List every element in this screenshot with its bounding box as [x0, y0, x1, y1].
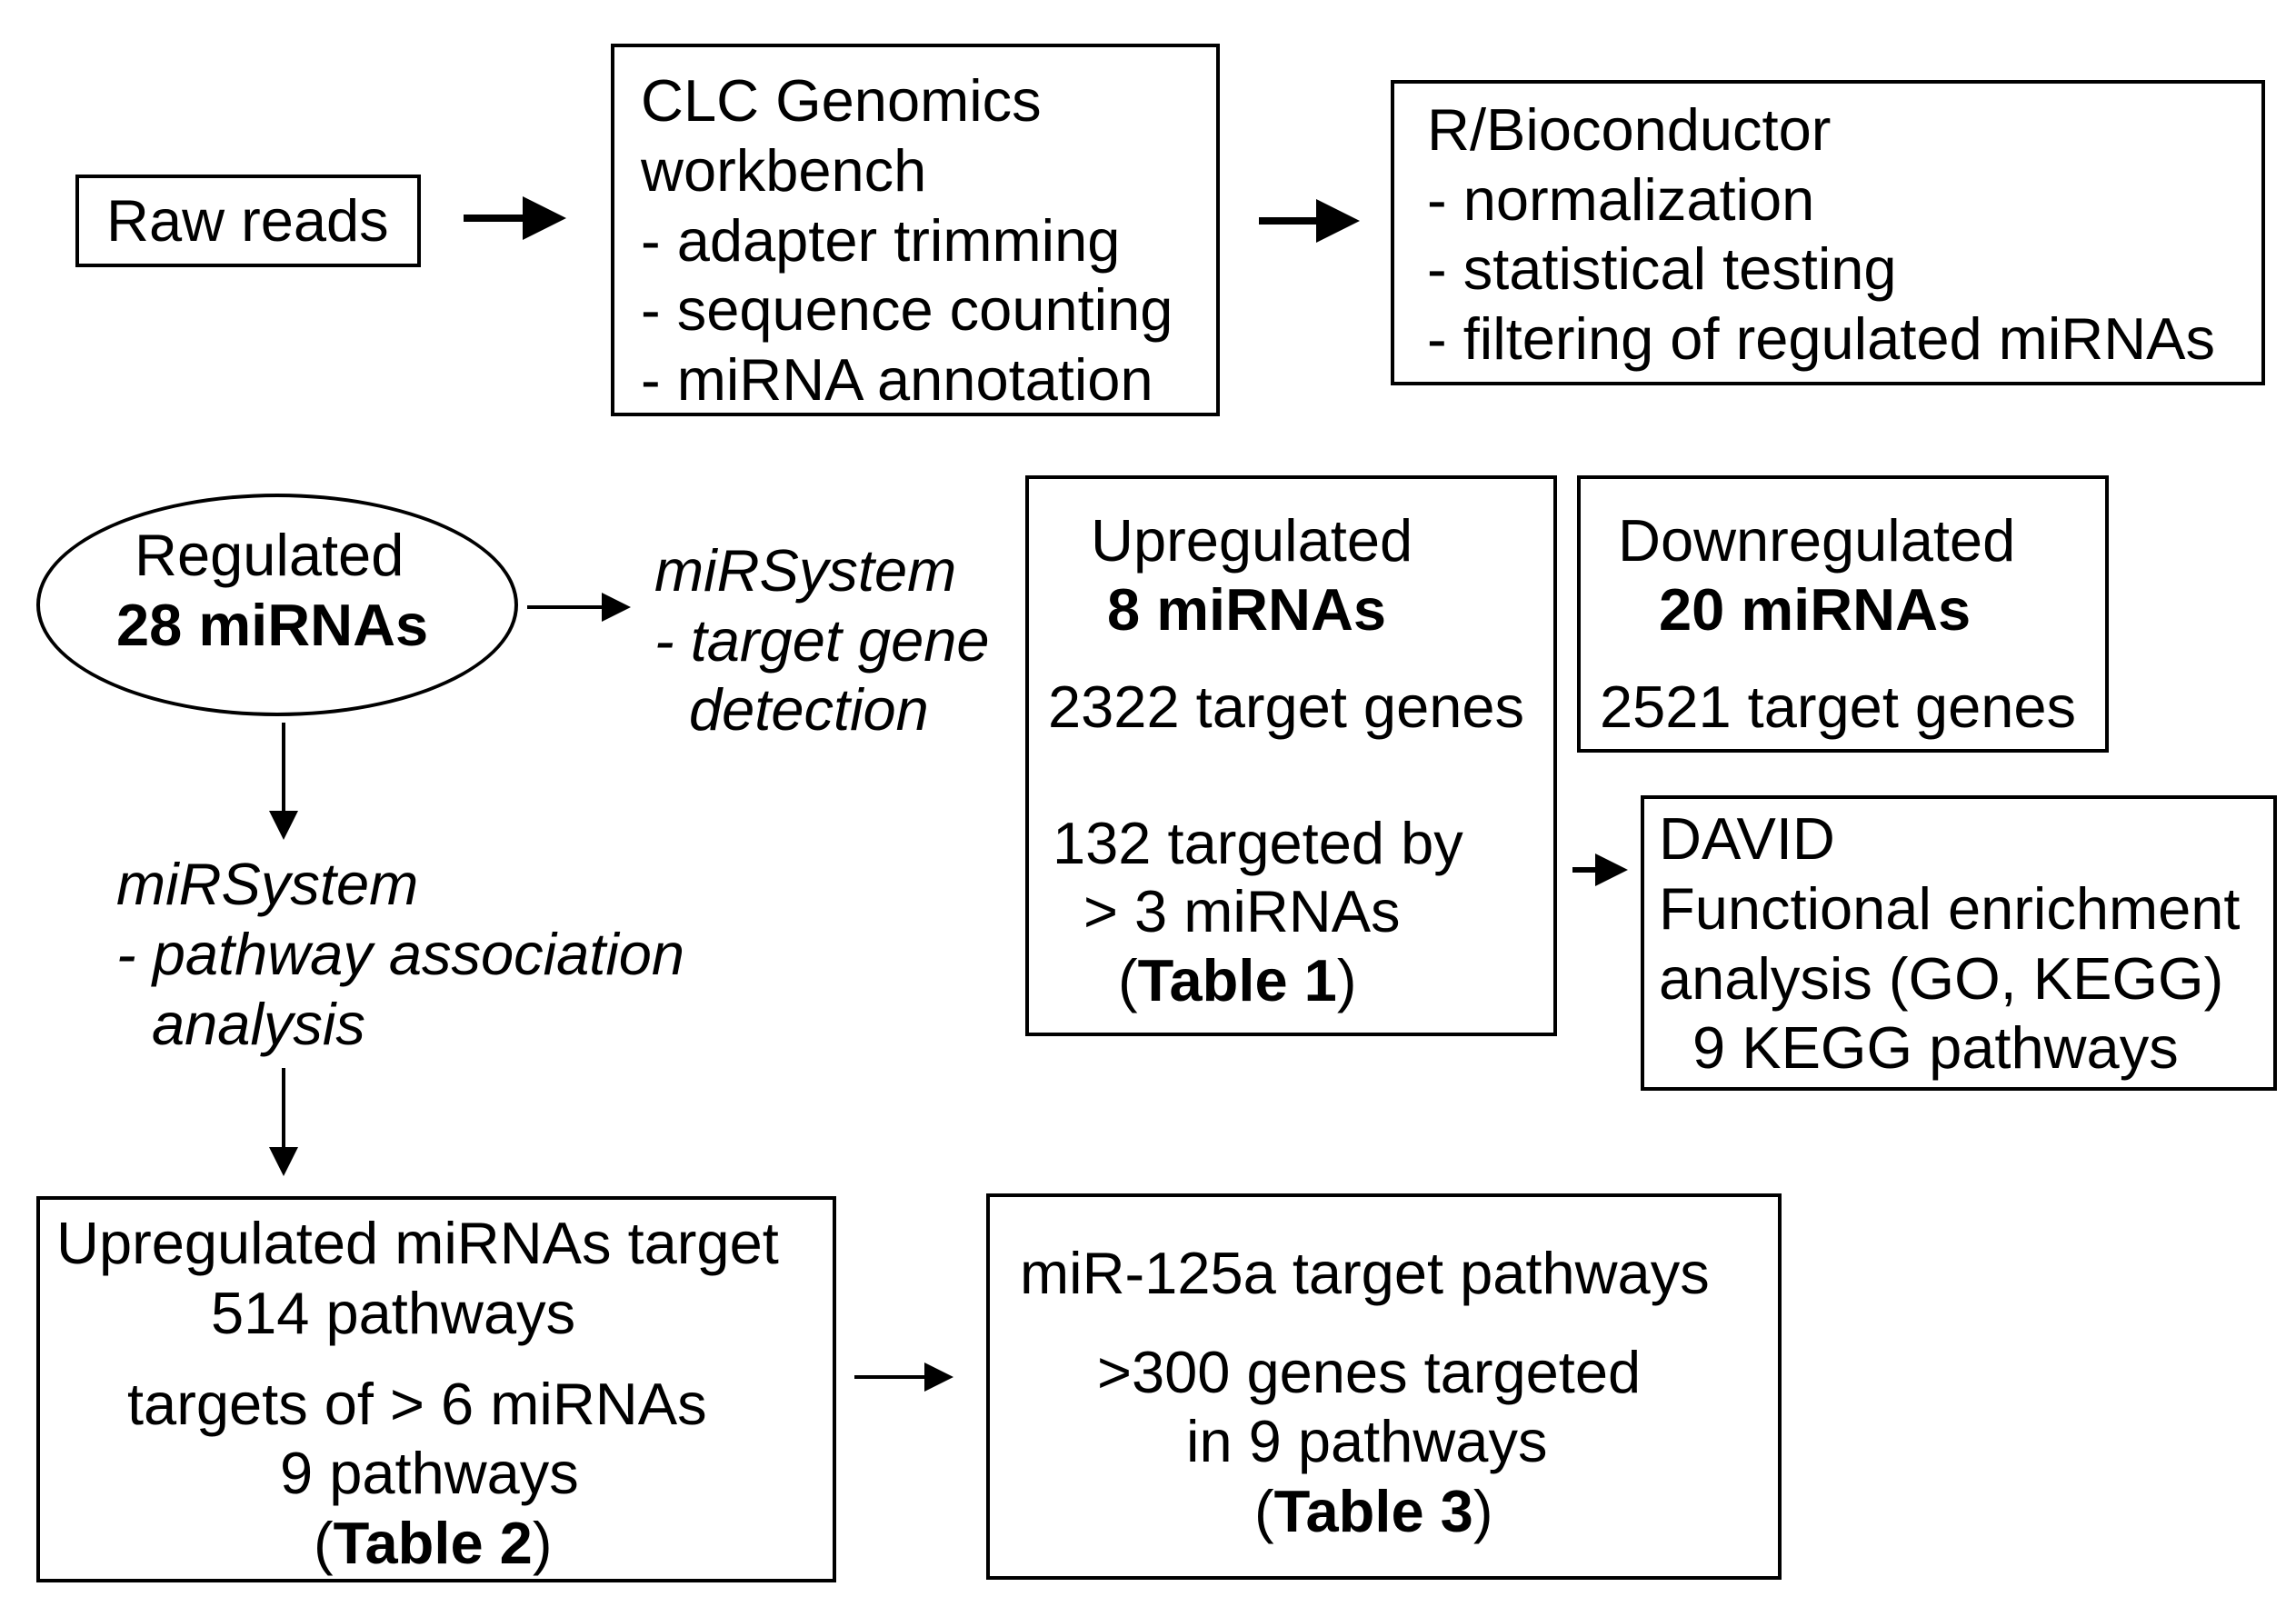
mirsystem-pathway-step-cont: analysis	[152, 991, 365, 1057]
david-analysis: analysis (GO, KEGG)	[1659, 945, 2224, 1012]
upregulated-box	[1025, 475, 1557, 1036]
table2-paren-open: (	[314, 1510, 334, 1576]
table2-ref: Table 2	[333, 1510, 533, 1576]
downregulated-title: Downregulated	[1618, 507, 2016, 574]
rbioc-step-testing: - statistical testing	[1427, 235, 1897, 302]
regulated-count: 28 miRNAs	[116, 592, 429, 658]
up-mirnas-targets-threshold: targets of > 6 miRNAs	[127, 1371, 707, 1437]
table1-paren-open: (	[1118, 947, 1138, 1013]
mir125a-box	[986, 1193, 1782, 1580]
upregulated-targeted-threshold: > 3 miRNAs	[1083, 878, 1401, 944]
clc-step-annotation: - miRNA annotation	[641, 346, 1153, 413]
mirsystem-target-step-cont: detection	[689, 676, 929, 743]
clc-genomics-box	[611, 44, 1220, 416]
downregulated-box	[1577, 475, 2109, 753]
mirsystem-pathway-step: - pathway association	[116, 921, 685, 987]
rbioc-step-normalization: - normalization	[1427, 166, 1815, 233]
clc-step-trimming: - adapter trimming	[641, 207, 1121, 274]
mir125a-genes-targeted: >300 genes targeted	[1097, 1339, 1642, 1405]
table3-paren-open: (	[1254, 1478, 1274, 1544]
clc-title-line2: workbench	[641, 137, 927, 204]
upregulated-table-ref: (Table 1)	[1118, 951, 1356, 1010]
table1-ref: Table 1	[1137, 947, 1337, 1013]
up-mirnas-pathway-count: 514 pathways	[211, 1280, 576, 1346]
up-mirnas-table-ref: (Table 2)	[314, 1513, 552, 1572]
mirsystem-pathway-title: miRSystem	[116, 851, 419, 917]
rbioc-title: R/Bioconductor	[1427, 96, 1832, 163]
rbioc-step-filtering: - filtering of regulated miRNAs	[1427, 305, 2215, 372]
rbioconductor-box	[1391, 80, 2265, 385]
table2-paren-close: )	[532, 1510, 553, 1576]
downregulated-target-genes: 2521 target genes	[1600, 674, 2077, 740]
upregulated-targeted-by: 132 targeted by	[1053, 810, 1463, 876]
up-mirnas-pathways-box	[36, 1196, 836, 1582]
table3-ref: Table 3	[1273, 1478, 1473, 1544]
mir125a-table-ref: (Table 3)	[1254, 1482, 1492, 1541]
david-box	[1641, 795, 2277, 1091]
raw-reads-box	[75, 175, 421, 267]
up-mirnas-nine-pathways: 9 pathways	[280, 1440, 579, 1506]
clc-title-line1: CLC Genomics	[641, 67, 1042, 134]
downregulated-count: 20 miRNAs	[1659, 576, 1972, 643]
mir125a-in-pathways: in 9 pathways	[1186, 1408, 1548, 1474]
david-kegg-pathways: 9 KEGG pathways	[1692, 1014, 2179, 1081]
clc-step-counting: - sequence counting	[641, 276, 1173, 343]
regulated-label: Regulated	[135, 522, 404, 588]
mir125a-title: miR-125a target pathways	[1020, 1240, 1710, 1306]
raw-reads-label: Raw reads	[106, 187, 389, 254]
table3-paren-close: )	[1472, 1478, 1493, 1544]
upregulated-target-genes: 2322 target genes	[1048, 674, 1525, 740]
david-title: DAVID	[1659, 805, 1835, 872]
mirsystem-target-title: miRSystem	[654, 537, 957, 604]
regulated-ellipse	[36, 494, 518, 716]
up-mirnas-pathways-title: Upregulated miRNAs target	[56, 1210, 779, 1276]
table1-paren-close: )	[1336, 947, 1357, 1013]
mirsystem-target-step: - target gene	[654, 607, 990, 674]
david-functional-enrichment: Functional enrichment	[1659, 875, 2241, 942]
upregulated-count: 8 miRNAs	[1107, 576, 1387, 643]
upregulated-title: Upregulated	[1091, 507, 1413, 574]
